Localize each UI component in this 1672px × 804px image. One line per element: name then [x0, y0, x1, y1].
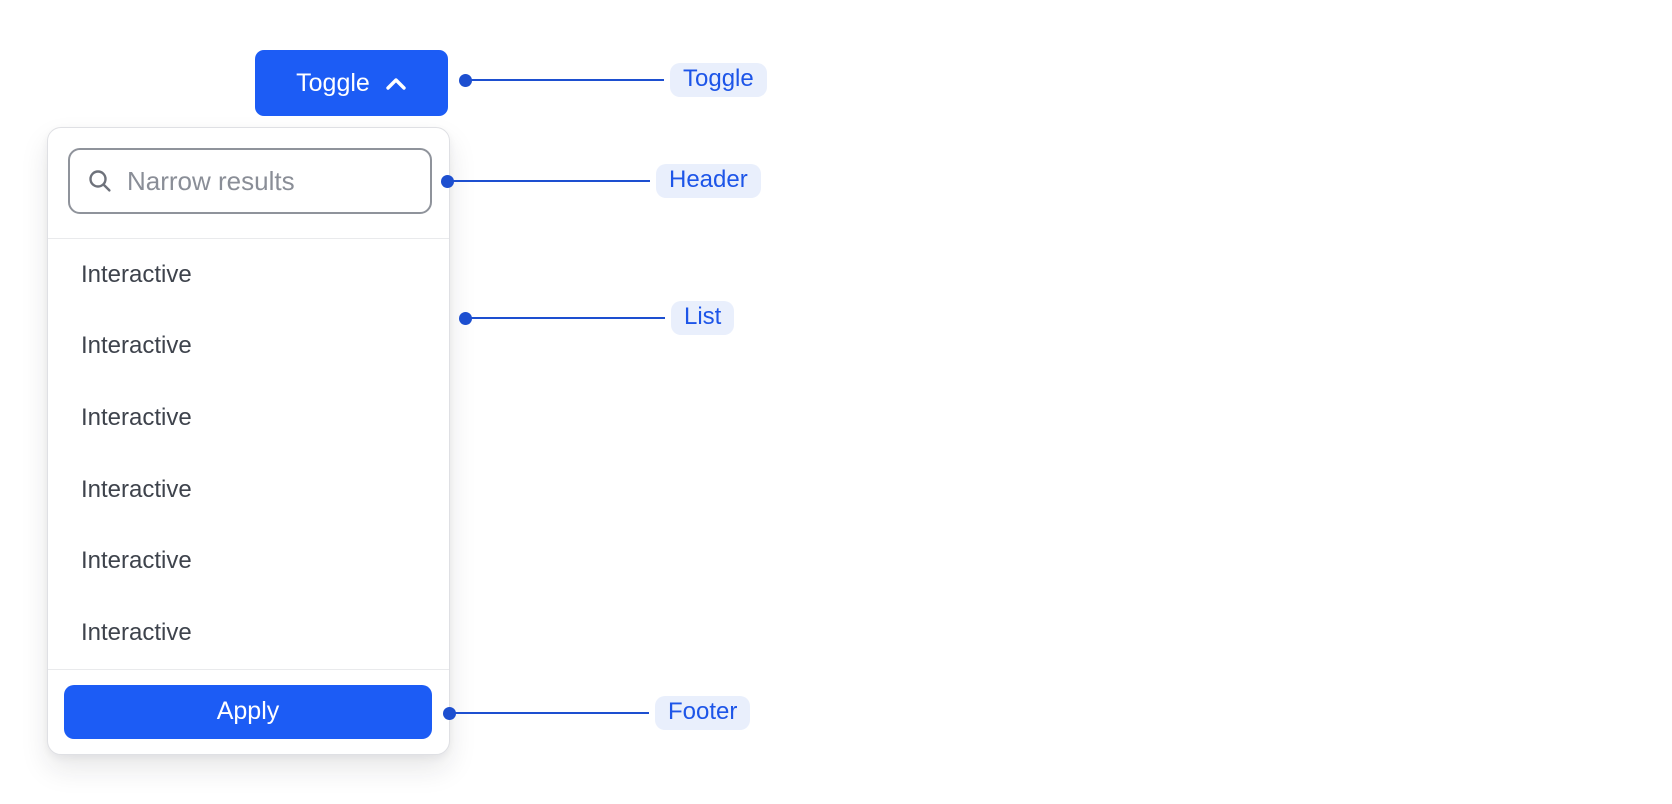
- connector-dot: [443, 706, 456, 720]
- connector-dot: [459, 311, 472, 325]
- annotation-list: List: [459, 301, 735, 335]
- annotation-label-header: Header: [656, 164, 761, 198]
- list-item[interactable]: Interactive: [81, 475, 192, 503]
- dropdown-list: Interactive Interactive Interactive Inte…: [48, 239, 449, 669]
- connector-line: [470, 316, 665, 320]
- list-item[interactable]: Interactive: [81, 403, 192, 431]
- annotation-label-list: List: [671, 301, 735, 335]
- toggle-button[interactable]: Toggle: [255, 50, 448, 116]
- dropdown-panel: Interactive Interactive Interactive Inte…: [47, 127, 450, 755]
- list-item[interactable]: Interactive: [81, 618, 192, 646]
- connector-dot: [441, 174, 454, 188]
- search-box: [68, 148, 432, 214]
- search-icon: [89, 170, 111, 192]
- chevron-up-icon: [386, 78, 406, 90]
- connector-line: [454, 711, 649, 715]
- connector-line: [452, 179, 650, 183]
- toggle-button-label: Toggle: [296, 68, 370, 97]
- dropdown-footer: Apply: [48, 668, 449, 756]
- annotation-footer: Footer: [443, 696, 751, 730]
- annotation-label-toggle: Toggle: [670, 63, 767, 97]
- annotation-toggle: Toggle: [459, 63, 767, 97]
- list-item[interactable]: Interactive: [81, 547, 192, 575]
- list-item[interactable]: Interactive: [81, 332, 192, 360]
- annotation-header: Header: [441, 164, 761, 198]
- apply-button[interactable]: Apply: [64, 684, 432, 739]
- connector-dot: [459, 73, 472, 87]
- dropdown-header: [48, 128, 449, 239]
- annotation-label-footer: Footer: [655, 696, 751, 730]
- list-item[interactable]: Interactive: [81, 260, 192, 288]
- connector-line: [470, 78, 664, 82]
- search-input[interactable]: [127, 165, 414, 197]
